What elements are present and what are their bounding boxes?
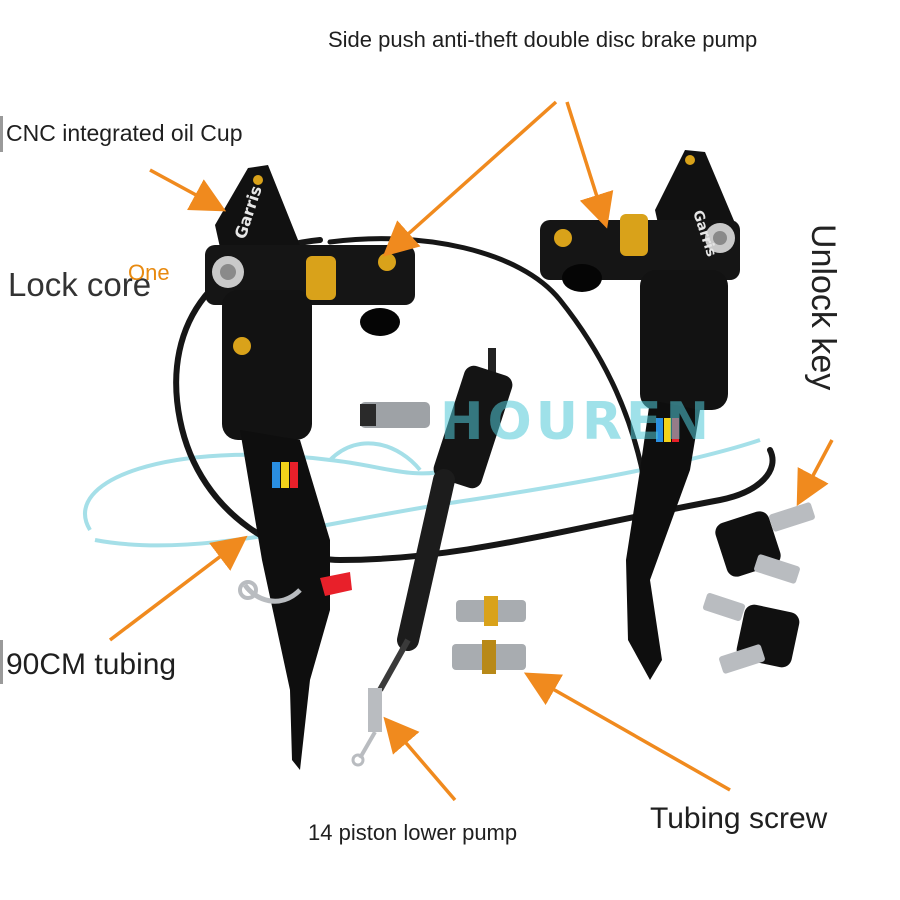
callout-90cm-tubing: 90CM tubing: [6, 648, 177, 681]
callout-arrows: [108, 100, 834, 802]
callout-piston-lower-pump: 14 piston lower pump: [308, 820, 518, 845]
lower-pump: [351, 348, 513, 767]
label-tick-mark: [0, 116, 3, 152]
right-brake-lever: [540, 150, 740, 680]
unlock-keys: [702, 502, 815, 674]
callout-cnc-oil-cup: CNC integrated oil Cup: [6, 120, 243, 146]
tubing-screws: [452, 596, 526, 674]
left-brake-lever: [205, 165, 415, 770]
callout-lock-core: Lock core: [8, 266, 152, 303]
callout-one: One: [128, 260, 170, 285]
callout-side-push-pump: Side push anti-theft double disc brake p…: [328, 27, 758, 52]
watermark-text: HOUREN: [440, 392, 714, 452]
callout-unlock-key: Unlock key: [804, 224, 842, 391]
callout-tubing-screw: Tubing screw: [650, 802, 828, 835]
label-tick-mark: [0, 640, 3, 684]
